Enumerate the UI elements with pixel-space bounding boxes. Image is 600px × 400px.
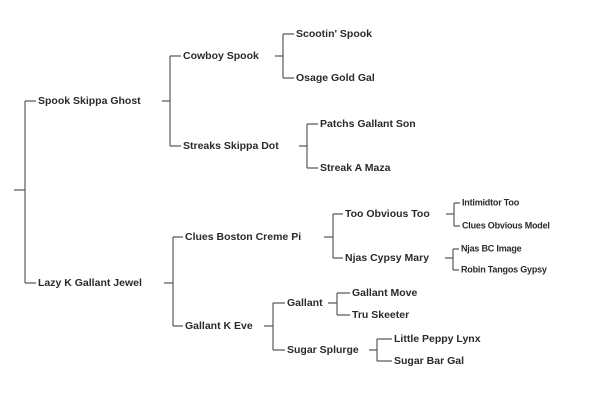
horse-clues-boston-creme-pi: Clues Boston Creme Pi <box>185 230 302 243</box>
connector-streaks-skippa-dot <box>299 123 318 169</box>
horse-sugar-bar-gal: Sugar Bar Gal <box>394 354 465 367</box>
horse-njas-cypsy-mary: Njas Cypsy Mary <box>345 251 430 264</box>
horse-scootin-spook: Scootin' Spook <box>296 27 372 40</box>
horse-patchs-gallant-son: Patchs Gallant Son <box>320 117 416 130</box>
horse-streaks-skippa-dot: Streaks Skippa Dot <box>183 139 279 152</box>
horse-clues-obvious-model: Clues Obvious Model <box>462 220 550 231</box>
horse-gallant-move: Gallant Move <box>352 286 418 299</box>
connector-gallant <box>328 292 350 316</box>
horse-gallant-k-eve: Gallant K Eve <box>185 319 253 332</box>
horse-tru-skeeter: Tru Skeeter <box>352 308 410 321</box>
horse-streak-a-maza: Streak A Maza <box>320 161 391 174</box>
horse-sugar-splurge: Sugar Splurge <box>287 343 359 356</box>
horse-njas-bc-image: Njas BC Image <box>461 243 522 254</box>
horse-lazy-k-gallant-jewel: Lazy K Gallant Jewel <box>38 276 142 289</box>
connector-cowboy-spook <box>275 33 294 79</box>
connector-clues-boston-creme-pi <box>324 213 343 259</box>
connector-too-obvious-too <box>446 202 460 227</box>
horse-intimidtor-too: Intimidtor Too <box>462 197 520 208</box>
connector-spook-skippa-ghost <box>162 55 181 147</box>
horse-cowboy-spook: Cowboy Spook <box>183 49 259 62</box>
connector-gallant-k-eve <box>264 302 285 351</box>
connector-sugar-splurge <box>369 338 392 362</box>
connector-njas-cypsy-mary <box>445 248 459 271</box>
horse-spook-skippa-ghost: Spook Skippa Ghost <box>38 94 141 107</box>
connector-root <box>14 100 36 284</box>
horse-robin-tangos-gypsy: Robin Tangos Gypsy <box>461 264 547 275</box>
connector-lazy-k-gallant-jewel <box>164 236 183 327</box>
horse-gallant: Gallant <box>287 296 323 309</box>
horse-too-obvious-too: Too Obvious Too <box>345 207 430 220</box>
horse-little-peppy-lynx: Little Peppy Lynx <box>394 332 481 345</box>
horse-osage-gold-gal: Osage Gold Gal <box>296 71 375 84</box>
